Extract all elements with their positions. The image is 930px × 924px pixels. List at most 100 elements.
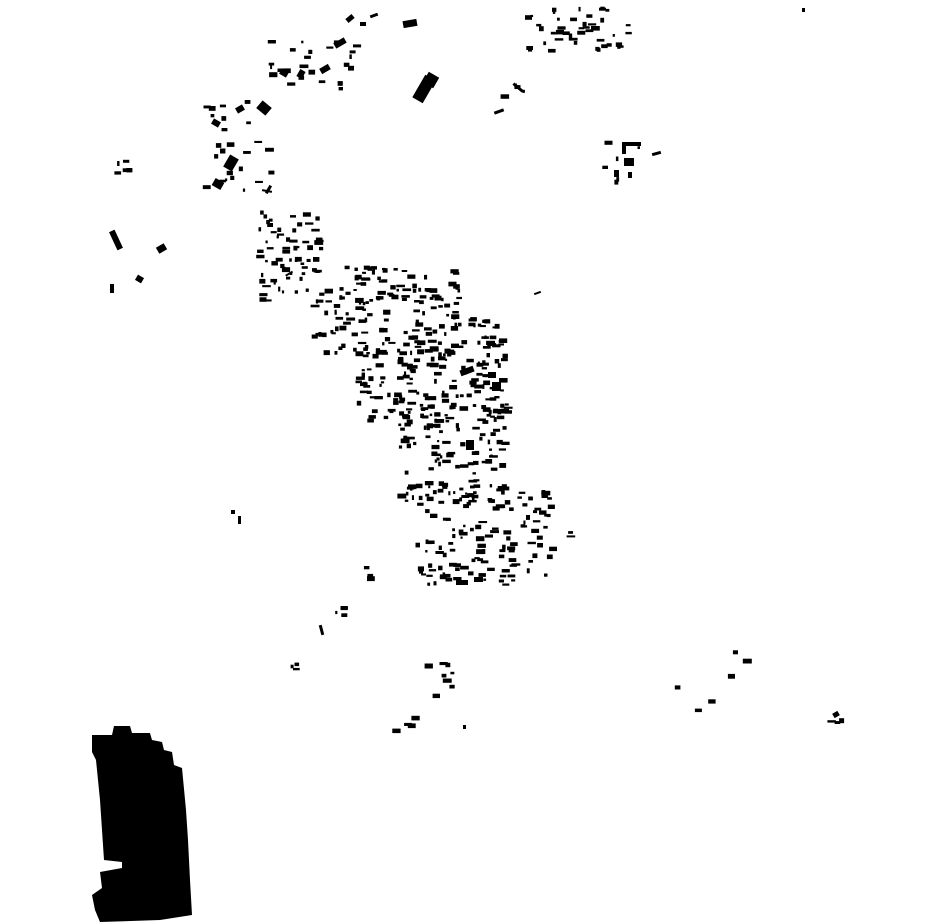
building xyxy=(489,455,498,458)
building xyxy=(457,345,462,348)
building xyxy=(499,463,507,468)
building xyxy=(335,610,338,615)
building xyxy=(547,504,555,509)
building xyxy=(544,573,548,577)
building xyxy=(346,317,356,321)
building xyxy=(208,106,216,111)
building xyxy=(435,551,444,554)
building xyxy=(486,413,492,417)
building xyxy=(458,529,464,534)
building xyxy=(578,6,581,12)
building xyxy=(408,484,417,490)
building xyxy=(496,439,503,445)
building xyxy=(422,71,440,89)
building xyxy=(439,364,447,369)
building xyxy=(114,171,122,175)
building xyxy=(319,292,325,296)
building xyxy=(372,268,375,272)
building xyxy=(417,340,426,346)
building xyxy=(487,439,491,445)
building xyxy=(399,351,407,356)
building xyxy=(390,285,396,290)
building xyxy=(425,539,429,544)
building xyxy=(496,488,502,492)
building xyxy=(426,289,431,293)
building xyxy=(482,420,489,424)
building xyxy=(502,583,510,586)
building xyxy=(408,365,418,369)
building xyxy=(428,467,434,471)
building xyxy=(486,353,490,358)
building xyxy=(444,414,448,417)
building xyxy=(380,328,388,333)
building xyxy=(582,26,590,29)
building xyxy=(492,344,501,348)
building xyxy=(732,650,738,655)
building xyxy=(490,454,493,457)
building xyxy=(355,274,362,280)
building xyxy=(452,499,460,505)
building xyxy=(586,14,593,18)
building xyxy=(300,262,305,265)
building xyxy=(339,325,347,331)
building xyxy=(292,228,297,233)
building xyxy=(422,311,425,316)
building xyxy=(426,496,434,502)
building xyxy=(479,433,486,437)
building xyxy=(353,347,357,352)
building xyxy=(522,525,528,528)
building xyxy=(367,418,374,423)
building xyxy=(424,663,433,669)
building xyxy=(453,491,456,494)
building xyxy=(625,31,632,35)
building xyxy=(430,306,437,310)
building xyxy=(500,389,504,392)
building xyxy=(742,658,752,664)
building xyxy=(361,372,365,378)
building xyxy=(260,210,264,215)
building xyxy=(492,506,500,511)
building xyxy=(533,290,542,296)
building xyxy=(355,297,364,303)
building xyxy=(501,569,510,573)
building xyxy=(461,495,470,498)
building xyxy=(467,493,475,498)
building xyxy=(456,427,460,432)
building xyxy=(368,415,376,419)
building xyxy=(442,390,445,396)
building xyxy=(375,348,381,354)
building xyxy=(470,485,475,489)
building xyxy=(424,274,428,280)
building xyxy=(470,383,476,388)
building xyxy=(282,249,291,254)
building xyxy=(501,490,505,495)
building xyxy=(552,7,557,12)
building xyxy=(489,386,496,390)
building xyxy=(460,565,469,570)
building xyxy=(421,408,426,411)
building xyxy=(493,428,501,432)
building xyxy=(474,390,481,394)
building xyxy=(414,300,420,303)
building xyxy=(457,322,462,327)
building xyxy=(453,301,460,305)
building xyxy=(622,142,626,154)
building xyxy=(377,276,381,280)
building xyxy=(434,418,437,423)
building xyxy=(471,558,476,563)
building xyxy=(418,287,422,292)
building xyxy=(460,531,468,536)
building xyxy=(544,513,551,517)
building xyxy=(289,258,292,262)
building xyxy=(343,321,351,325)
building xyxy=(526,515,530,520)
building xyxy=(427,339,437,343)
building xyxy=(335,326,339,332)
building xyxy=(363,566,370,570)
building xyxy=(405,491,409,496)
building xyxy=(429,413,433,417)
building xyxy=(485,398,492,401)
building xyxy=(424,396,430,401)
building xyxy=(450,671,455,675)
building xyxy=(628,172,632,178)
